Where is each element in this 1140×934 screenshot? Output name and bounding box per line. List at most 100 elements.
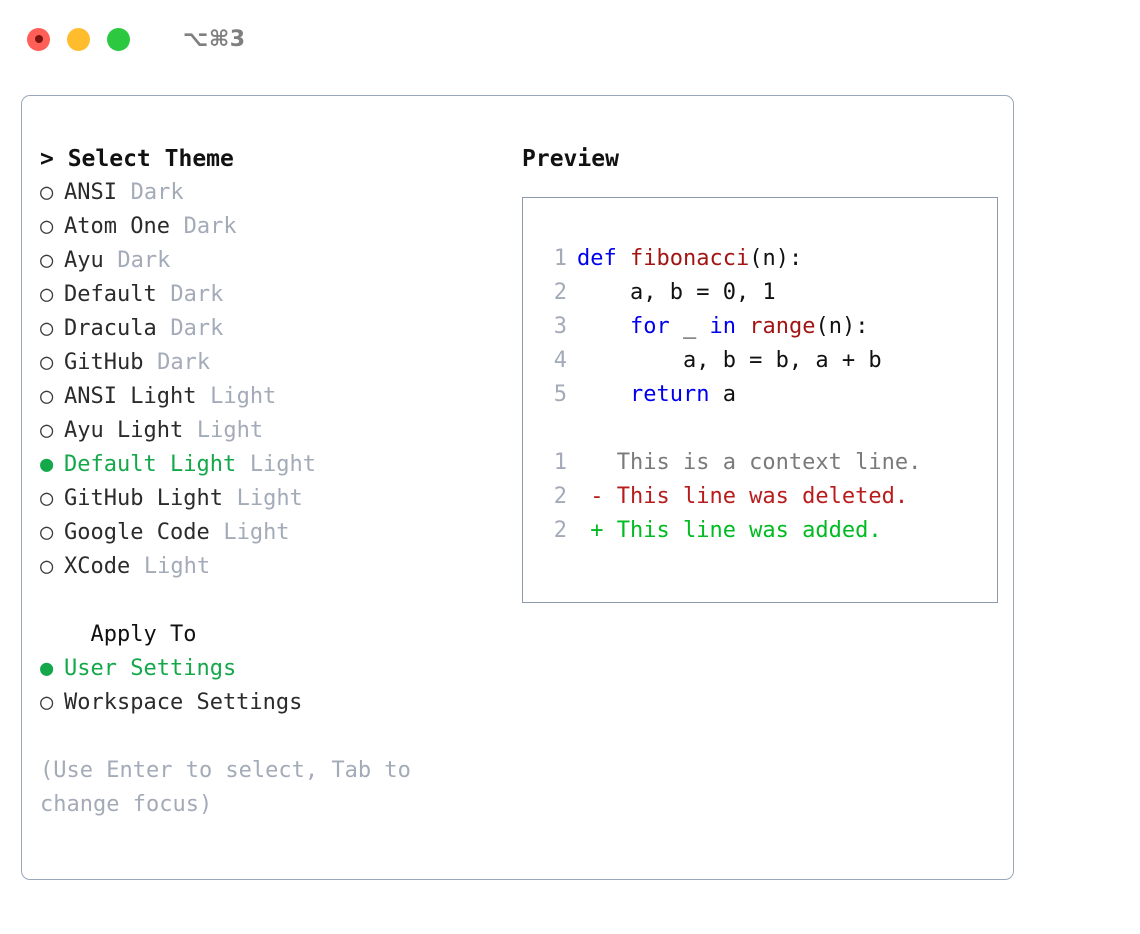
code-line: 5 return a: [541, 378, 997, 412]
line-number: 2: [553, 484, 567, 509]
select-theme-heading: > Select Theme: [40, 146, 234, 172]
line-number: 2: [553, 518, 567, 543]
theme-list-item[interactable]: ● Default Light Light: [40, 448, 492, 482]
diff-line-text: This is a context line.: [577, 450, 922, 475]
zoom-window-icon[interactable]: [107, 27, 130, 51]
code-line: 1 def fibonacci(n):: [541, 242, 997, 276]
diff-snippet: 1 This is a context line.2 - This line w…: [541, 446, 997, 548]
code-token: fibonacci: [629, 246, 750, 271]
preview-heading: Preview: [522, 146, 619, 172]
line-number: 2: [553, 280, 567, 305]
theme-kind-label: Dark: [183, 214, 237, 239]
code-token: [577, 314, 630, 339]
apply-to-heading: Apply To: [64, 622, 197, 647]
theme-list-item[interactable]: ○ ANSI Dark: [40, 176, 492, 210]
line-number: 5: [553, 382, 567, 407]
radio-unselected-icon: ○: [40, 418, 54, 443]
diff-line: 2 + This line was added.: [541, 514, 997, 548]
radio-unselected-icon: ○: [40, 350, 54, 375]
diff-line-text: - This line was deleted.: [577, 484, 909, 509]
theme-name-label: Default Light: [64, 452, 237, 477]
code-token: in: [709, 314, 736, 339]
radio-selected-icon: ●: [40, 656, 54, 681]
apply-to-item[interactable]: ○ Workspace Settings: [40, 686, 492, 720]
code-token: (n):: [749, 246, 803, 271]
theme-list-item[interactable]: ○ GitHub Light Light: [40, 482, 492, 516]
code-token: range: [749, 314, 816, 339]
line-number: 1: [553, 246, 567, 271]
theme-kind-label: Light: [236, 486, 303, 511]
apply-to-label: Workspace Settings: [64, 690, 303, 715]
section-spacer: [40, 584, 492, 618]
theme-name-label: Dracula: [64, 316, 157, 341]
apply-to-list[interactable]: ● User Settings ○ Workspace Settings: [40, 652, 492, 720]
theme-name-label: Default: [64, 282, 157, 307]
code-token: a, b = 0, 1: [577, 280, 776, 305]
theme-list-item[interactable]: ○ GitHub Dark: [40, 346, 492, 380]
diff-line-text: + This line was added.: [577, 518, 882, 543]
radio-unselected-icon: ○: [40, 180, 54, 205]
code-token: [577, 382, 630, 407]
line-number: 4: [553, 348, 567, 373]
line-number: 1: [553, 450, 567, 475]
theme-list-item[interactable]: ○ ANSI Light Light: [40, 380, 492, 414]
theme-list-item[interactable]: ○ Dracula Dark: [40, 312, 492, 346]
radio-unselected-icon: ○: [40, 690, 54, 715]
theme-list-item[interactable]: ○ Google Code Light: [40, 516, 492, 550]
radio-unselected-icon: ○: [40, 316, 54, 341]
code-token: return: [629, 382, 710, 407]
close-window-icon[interactable]: [27, 27, 50, 51]
theme-kind-label: Dark: [157, 350, 211, 375]
title-bar: ⌥⌘3: [0, 0, 1140, 78]
theme-name-label: GitHub: [64, 350, 144, 375]
theme-name-label: Ayu Light: [64, 418, 184, 443]
apply-to-item[interactable]: ● User Settings: [40, 652, 492, 686]
apply-to-label: User Settings: [64, 656, 237, 681]
code-token: a, b = b, a + b: [577, 348, 882, 373]
theme-kind-label: Light: [210, 384, 277, 409]
theme-list-item[interactable]: ○ Atom One Dark: [40, 210, 492, 244]
minimize-window-icon[interactable]: [67, 27, 90, 51]
theme-kind-label: Light: [223, 520, 290, 545]
theme-name-label: ANSI: [64, 180, 117, 205]
radio-unselected-icon: ○: [40, 214, 54, 239]
theme-name-label: GitHub Light: [64, 486, 223, 511]
code-token: for: [629, 314, 670, 339]
radio-unselected-icon: ○: [40, 520, 54, 545]
radio-unselected-icon: ○: [40, 282, 54, 307]
code-token: a: [709, 382, 736, 407]
theme-name-label: Ayu: [64, 248, 104, 273]
line-number: 3: [553, 314, 567, 339]
keyboard-hint-text: (Use Enter to select, Tab to change focu…: [40, 758, 425, 817]
code-line: 4 a, b = b, a + b: [541, 344, 997, 378]
theme-name-label: Atom One: [64, 214, 170, 239]
theme-kind-label: Light: [196, 418, 264, 443]
radio-unselected-icon: ○: [40, 486, 54, 511]
theme-kind-label: Dark: [170, 316, 224, 341]
theme-list-item[interactable]: ○ Ayu Light Light: [40, 414, 492, 448]
theme-name-label: Google Code: [64, 520, 210, 545]
radio-unselected-icon: ○: [40, 248, 54, 273]
theme-kind-label: Light: [249, 452, 317, 477]
theme-name-label: XCode: [64, 554, 131, 579]
code-token: (n):: [815, 314, 869, 339]
code-token: def: [577, 246, 630, 271]
theme-name-label: ANSI Light: [64, 384, 197, 409]
diff-line: 1 This is a context line.: [541, 446, 997, 480]
diff-line: 2 - This line was deleted.: [541, 480, 997, 514]
radio-selected-icon: ●: [40, 452, 54, 477]
code-line: 3 for _ in range(n):: [541, 310, 997, 344]
theme-kind-label: Dark: [130, 180, 184, 205]
radio-unselected-icon: ○: [40, 384, 54, 409]
traffic-lights: [27, 27, 130, 51]
keyboard-shortcut-label: ⌥⌘3: [183, 26, 246, 52]
code-token: [736, 314, 749, 339]
code-diff-spacer: [541, 412, 997, 446]
